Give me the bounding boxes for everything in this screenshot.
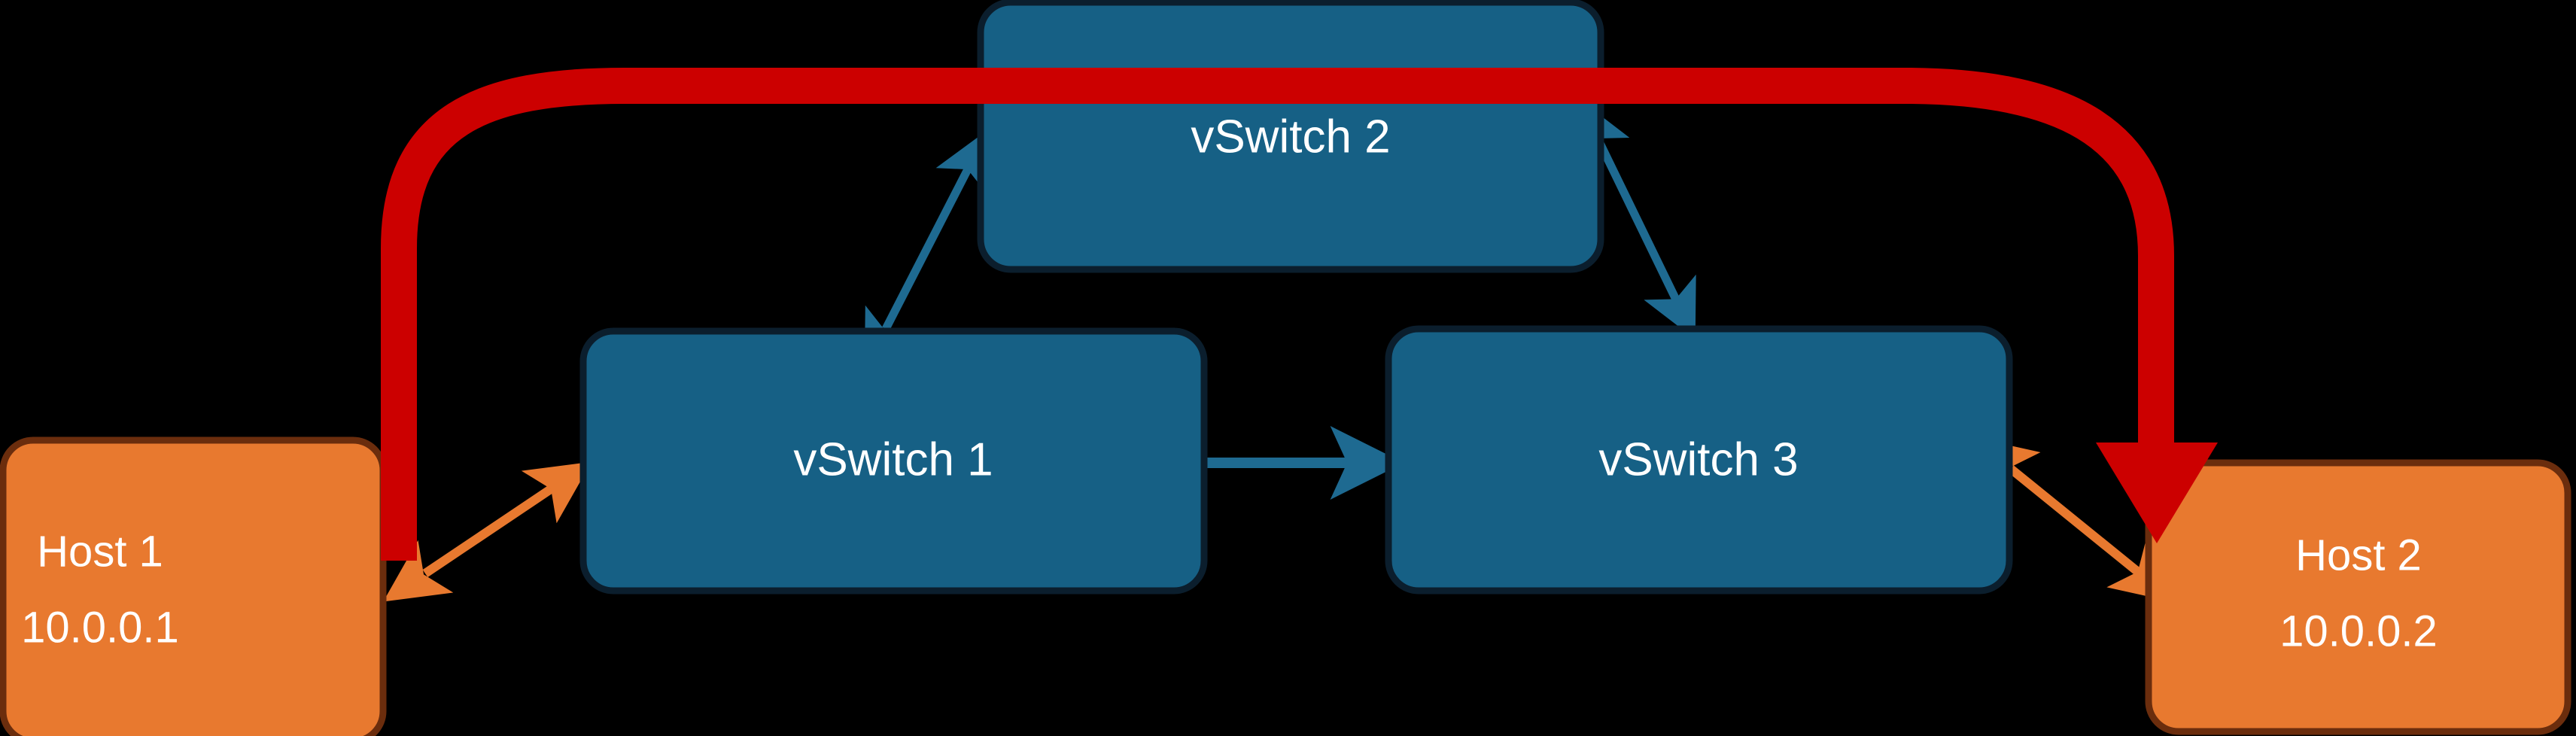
host2-box bbox=[2145, 459, 2571, 735]
link-host1-vswitch1[interactable] bbox=[383, 461, 592, 602]
vswitch2-label: vSwitch 2 bbox=[1191, 111, 1390, 163]
node-vswitch2[interactable]: vSwitch 2 bbox=[977, 0, 1604, 273]
traffic-path-line bbox=[381, 68, 2174, 561]
node-host1[interactable]: Host 1 10.0.0.1 bbox=[0, 436, 387, 736]
vswitch3-label: vSwitch 3 bbox=[1598, 433, 1798, 485]
host1-box bbox=[0, 436, 387, 736]
vswitch1-label: vSwitch 1 bbox=[793, 433, 993, 485]
link-vswitch3-host2[interactable] bbox=[1971, 436, 2176, 603]
traffic-path-highlight[interactable] bbox=[381, 68, 2218, 561]
host1-ip-label: 10.0.0.1 bbox=[21, 603, 179, 652]
node-vswitch1[interactable]: vSwitch 1 bbox=[579, 327, 1208, 595]
host1-name-label: Host 1 bbox=[37, 527, 163, 576]
traffic-path-arrowhead bbox=[2096, 443, 2218, 543]
vswitch3-box bbox=[1385, 325, 2013, 595]
vswitch1-box bbox=[579, 327, 1208, 595]
host2-name-label: Host 2 bbox=[2295, 531, 2422, 579]
host2-ip-label: 10.0.0.2 bbox=[2279, 607, 2438, 655]
link-vswitch2-vswitch3[interactable] bbox=[1577, 98, 1696, 339]
link-vswitch1-vswitch2[interactable] bbox=[864, 129, 989, 370]
node-host2[interactable]: Host 2 10.0.0.2 bbox=[2145, 459, 2571, 735]
node-vswitch3[interactable]: vSwitch 3 bbox=[1385, 325, 2013, 595]
